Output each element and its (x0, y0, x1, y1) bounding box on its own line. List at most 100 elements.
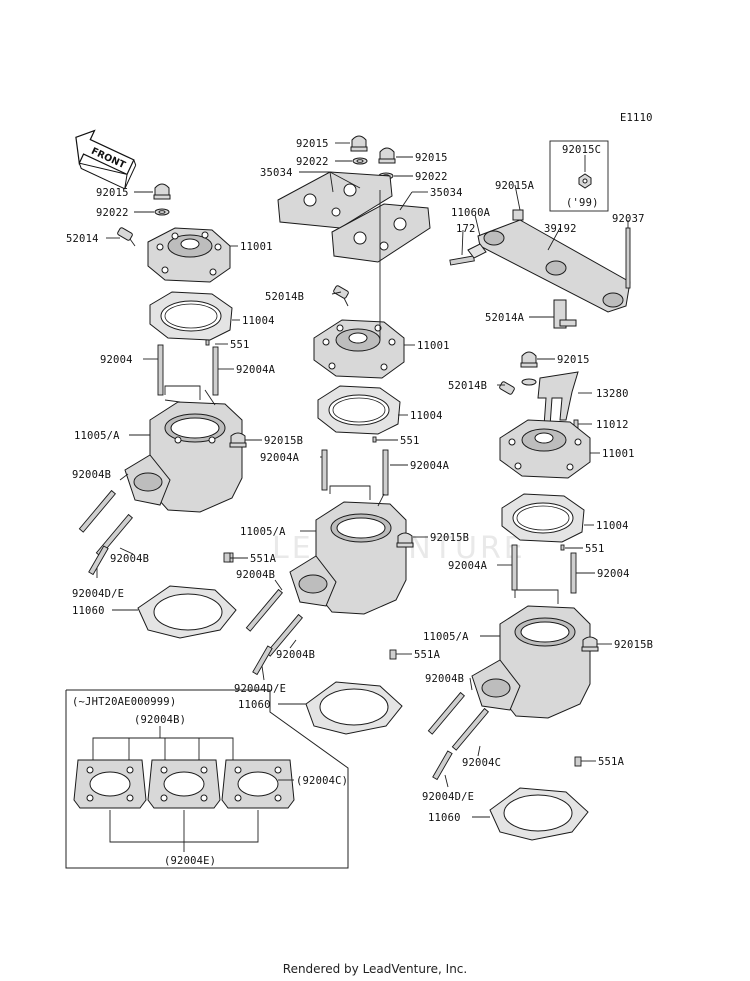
callout-92004DE: 92004D/E (422, 791, 474, 803)
inset-cylinder-base-3 (221, 759, 295, 809)
callout-11001: 11001 (602, 448, 635, 460)
callout-99-note: ('99) (566, 197, 599, 209)
callout-11005A: 11005/A (74, 430, 120, 442)
callout-92022: 92022 (415, 171, 448, 183)
nut-right-92015B (581, 636, 599, 652)
long-studs-middle (223, 552, 304, 676)
callout-39192: 39192 (544, 223, 577, 235)
callout-11060A: 11060A (451, 207, 491, 219)
leader-lines (96, 142, 629, 818)
bracket-35034-a (277, 171, 393, 229)
inset-label-92004B: (92004B) (134, 714, 186, 726)
diagram-code: E1110 (620, 112, 653, 124)
inset-label-92004E: (92004E) (164, 855, 216, 867)
cylinder-right (471, 589, 591, 719)
callout-92004A: 92004A (448, 560, 488, 572)
callout-172: 172 (456, 223, 476, 235)
variant-box-99 (549, 140, 609, 212)
cylinder-head-right (499, 419, 591, 479)
callout-92004B: 92004B (236, 569, 275, 581)
callout-551A: 551A (414, 649, 441, 661)
base-gasket-left (137, 552, 237, 639)
callout-11004: 11004 (596, 520, 629, 532)
callout-92004A: 92004A (260, 452, 300, 464)
inset-cylinder-base-2 (147, 759, 221, 809)
callout-52014A: 52014A (485, 312, 525, 324)
callout-551A: 551A (598, 756, 625, 768)
callout-11005A: 11005/A (240, 526, 286, 538)
cap-nut-middle (350, 135, 396, 180)
cylinder-middle (289, 485, 407, 615)
head-gasket-right (501, 493, 585, 543)
inset-cylinder-base-1 (73, 759, 147, 809)
callout-52014B: 52014B (265, 291, 304, 303)
callout-labels: 92015 92022 92015 92022 35034 35034 9201… (66, 138, 653, 824)
callout-11060: 11060 (428, 812, 461, 824)
head-gasket-left (149, 291, 233, 341)
callout-92004: 92004 (597, 568, 630, 580)
callout-11060: 11060 (72, 605, 105, 617)
base-gasket-right (489, 756, 589, 841)
front-arrow-icon: FRONT (75, 129, 137, 190)
studs-middle (321, 436, 389, 496)
callout-52014: 52014 (66, 233, 99, 245)
callout-11005A: 11005/A (423, 631, 469, 643)
water-manifold-39192 (449, 209, 631, 313)
callout-92004A: 92004A (236, 364, 276, 376)
callout-35034: 35034 (260, 167, 293, 179)
callout-92004B: 92004B (110, 553, 149, 565)
cap-nut-left (153, 183, 171, 216)
callout-92022: 92022 (296, 156, 329, 168)
callout-92004A: 92004A (410, 460, 450, 472)
callout-551: 551 (230, 339, 250, 351)
callout-13280: 13280 (596, 388, 629, 400)
callout-92004B: 92004B (72, 469, 111, 481)
callout-11001: 11001 (240, 241, 273, 253)
callout-92015C: 92015C (562, 144, 601, 156)
callout-11001: 11001 (417, 340, 450, 352)
callout-92004B: 92004B (425, 673, 464, 685)
studs-left-top (157, 339, 219, 396)
callout-92004: 92004 (100, 354, 133, 366)
callout-52014B: 52014B (448, 380, 487, 392)
callout-35034: 35034 (430, 187, 463, 199)
callout-92015B: 92015B (614, 639, 653, 651)
callout-92015A: 92015A (495, 180, 535, 192)
long-studs-right (427, 691, 490, 781)
callout-92004C: 92004C (462, 757, 501, 769)
callout-92022: 92022 (96, 207, 129, 219)
cap-nut-right (520, 351, 538, 386)
callout-92015: 92015 (96, 187, 129, 199)
callout-92004B: 92004B (276, 649, 315, 661)
sensor-left (117, 227, 136, 247)
callout-92015B: 92015B (264, 435, 303, 447)
callout-11060: 11060 (238, 699, 271, 711)
nut-left-92015B (229, 432, 247, 448)
bracket-35034-b (331, 203, 431, 263)
fitting-52014A (553, 299, 577, 329)
callout-11004: 11004 (242, 315, 275, 327)
cylinder-head-middle (313, 319, 405, 379)
inset-early-models: (~JHT20AE000999) (92004B) (92004C) (9200… (65, 689, 349, 869)
bracket-13280 (537, 371, 579, 427)
callout-92015: 92015 (415, 152, 448, 164)
callout-92015: 92015 (296, 138, 329, 150)
callout-92015B: 92015B (430, 532, 469, 544)
callout-11004: 11004 (410, 410, 443, 422)
callout-551: 551 (400, 435, 420, 447)
base-gasket-middle (305, 649, 403, 735)
cylinder-left (124, 385, 243, 513)
callout-551: 551 (585, 543, 605, 555)
callout-92037: 92037 (612, 213, 645, 225)
nut-middle-92015B (396, 532, 414, 548)
long-studs-left (78, 489, 134, 576)
inset-label-92004C: (92004C) (296, 775, 348, 787)
callout-551A: 551A (250, 553, 277, 565)
cylinder-head-left (147, 227, 231, 283)
head-gasket-middle (317, 385, 401, 435)
footer-credit: Rendered by LeadVenture, Inc. (282, 962, 468, 976)
callout-92004DE: 92004D/E (234, 683, 286, 695)
callout-11012: 11012 (596, 419, 629, 431)
